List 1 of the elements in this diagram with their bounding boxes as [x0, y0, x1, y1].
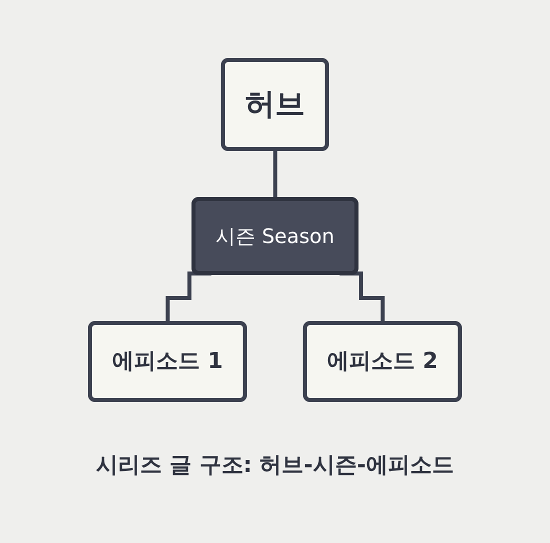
caption: 시리즈 글 구조: 허브-시즌-에피소드	[96, 453, 454, 478]
